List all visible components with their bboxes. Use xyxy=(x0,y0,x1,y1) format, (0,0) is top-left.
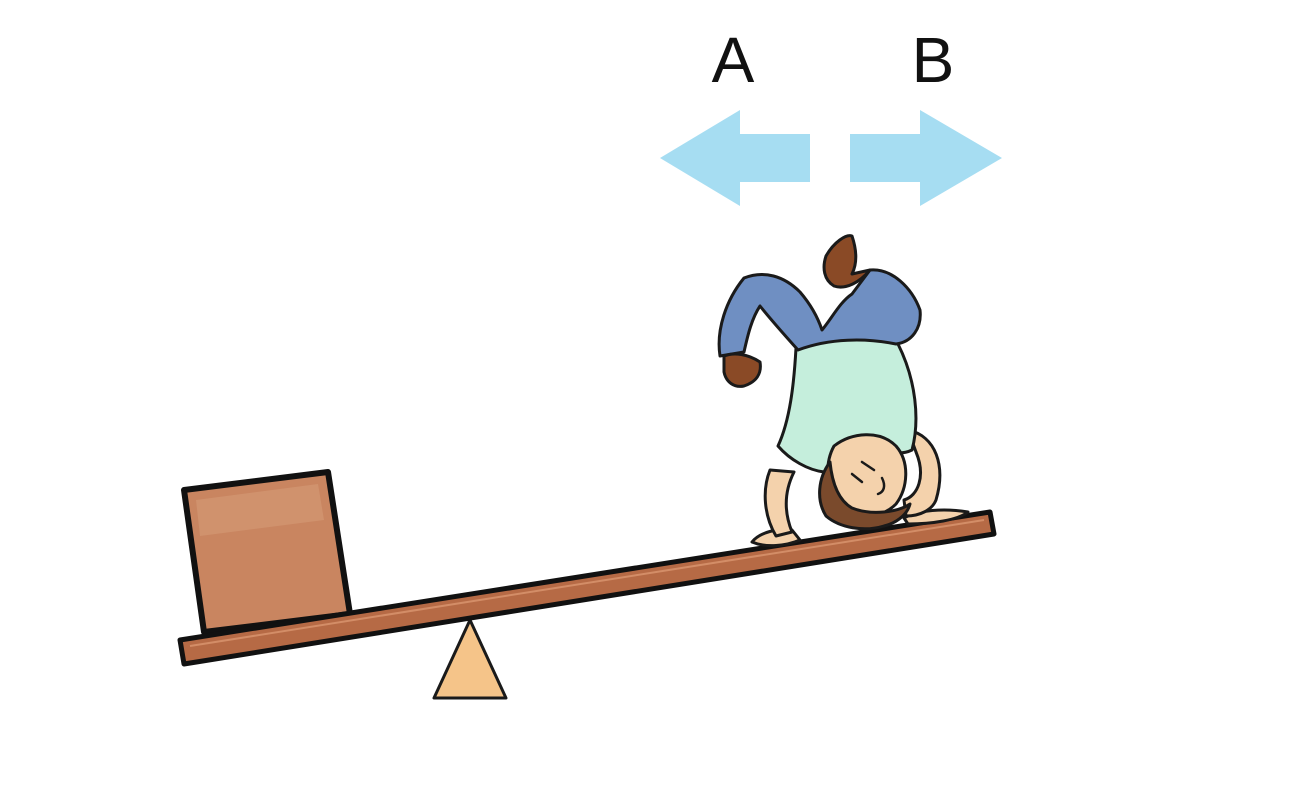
hair xyxy=(818,460,912,531)
arrow-left-icon xyxy=(660,110,810,206)
face-eye xyxy=(860,460,876,472)
face-mouth xyxy=(876,476,886,496)
left-arm xyxy=(763,468,796,538)
box xyxy=(181,469,353,635)
person xyxy=(717,234,970,548)
jeans xyxy=(717,268,922,358)
left-shoe xyxy=(722,352,762,388)
arrow-right-icon xyxy=(850,110,1002,206)
fulcrum xyxy=(432,618,508,700)
face-brow xyxy=(850,472,864,484)
right-shoe xyxy=(822,234,872,289)
seesaw-board xyxy=(177,509,997,667)
direction-label-a: A xyxy=(711,24,755,96)
right-arm xyxy=(902,428,942,518)
direction-label-b: B xyxy=(911,24,955,96)
